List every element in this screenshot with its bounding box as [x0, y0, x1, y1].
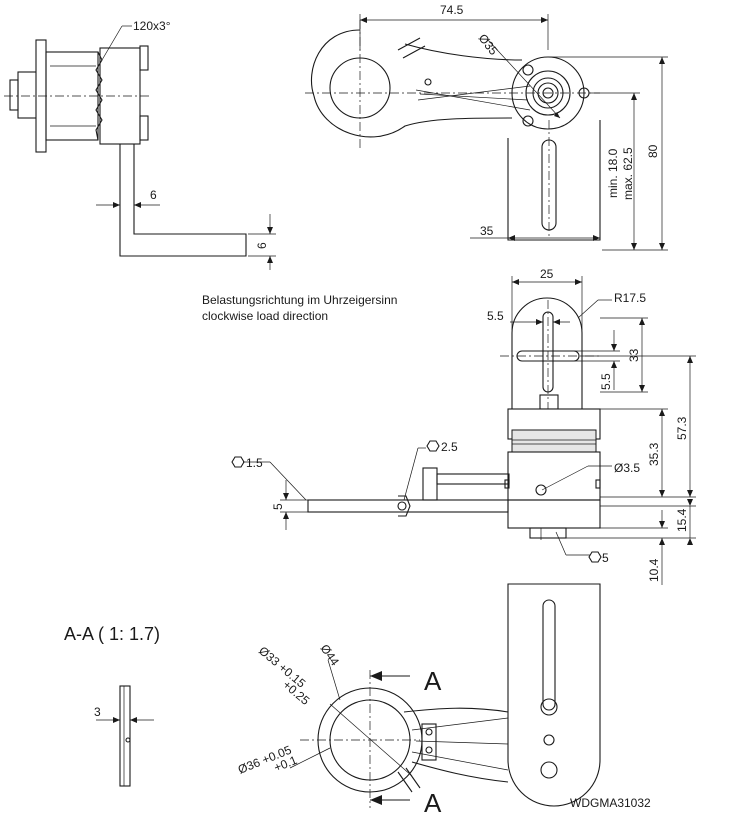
dim-min-18: min. 18.0	[606, 148, 620, 198]
note-english: clockwise load direction	[202, 309, 328, 323]
dim-5-5-vertical: 5.5	[599, 373, 613, 390]
dim-dia3-5: Ø3.5	[614, 461, 640, 475]
note-german: Belastungsrichtung im Uhrzeigersinn	[202, 293, 397, 307]
dim-3: 3	[94, 705, 101, 719]
dim-6-side: 6	[150, 188, 157, 202]
hex-icon	[426, 440, 440, 452]
dim-80: 80	[646, 144, 660, 158]
hex-icon	[231, 456, 245, 468]
section-marker-bottom: A	[424, 788, 442, 818]
dim-dia44: Ø44	[318, 642, 343, 669]
dim-57-3: 57.3	[675, 416, 689, 440]
dim-hex-5: 5	[602, 551, 609, 565]
dim-74-5: 74.5	[440, 3, 464, 17]
dim-6-bottom: 6	[255, 242, 269, 249]
front-view	[243, 276, 696, 585]
dim-10-4: 10.4	[647, 558, 661, 582]
dim-5: 5	[271, 503, 285, 510]
dim-hex-1-5: 1.5	[246, 456, 263, 470]
dim-25: 25	[540, 267, 554, 281]
dim-15-4: 15.4	[675, 508, 689, 532]
dim-chamfer: 120x3°	[133, 19, 171, 33]
dim-5-5-horizontal: 5.5	[487, 309, 504, 323]
hex-icon	[588, 551, 602, 563]
side-view	[4, 25, 276, 270]
bottom-view	[289, 583, 601, 808]
dim-hex-2-5: 2.5	[441, 440, 458, 454]
section-marker-top: A	[424, 666, 442, 696]
section-label: A-A ( 1: 1.7)	[64, 624, 160, 644]
dim-35: 35	[480, 224, 494, 238]
dim-35-3: 35.3	[647, 442, 661, 466]
drawing-number: WDGMA31032	[570, 796, 651, 810]
top-view	[305, 14, 668, 251]
dim-33: 33	[627, 348, 641, 362]
section-detail	[96, 685, 154, 787]
dim-r17-5: R17.5	[614, 291, 646, 305]
dim-dia35: Ø35	[476, 31, 501, 58]
dim-max-62-5: max. 62.5	[621, 147, 635, 200]
dim-dia33-tol: Ø33 +0.15	[256, 644, 308, 691]
